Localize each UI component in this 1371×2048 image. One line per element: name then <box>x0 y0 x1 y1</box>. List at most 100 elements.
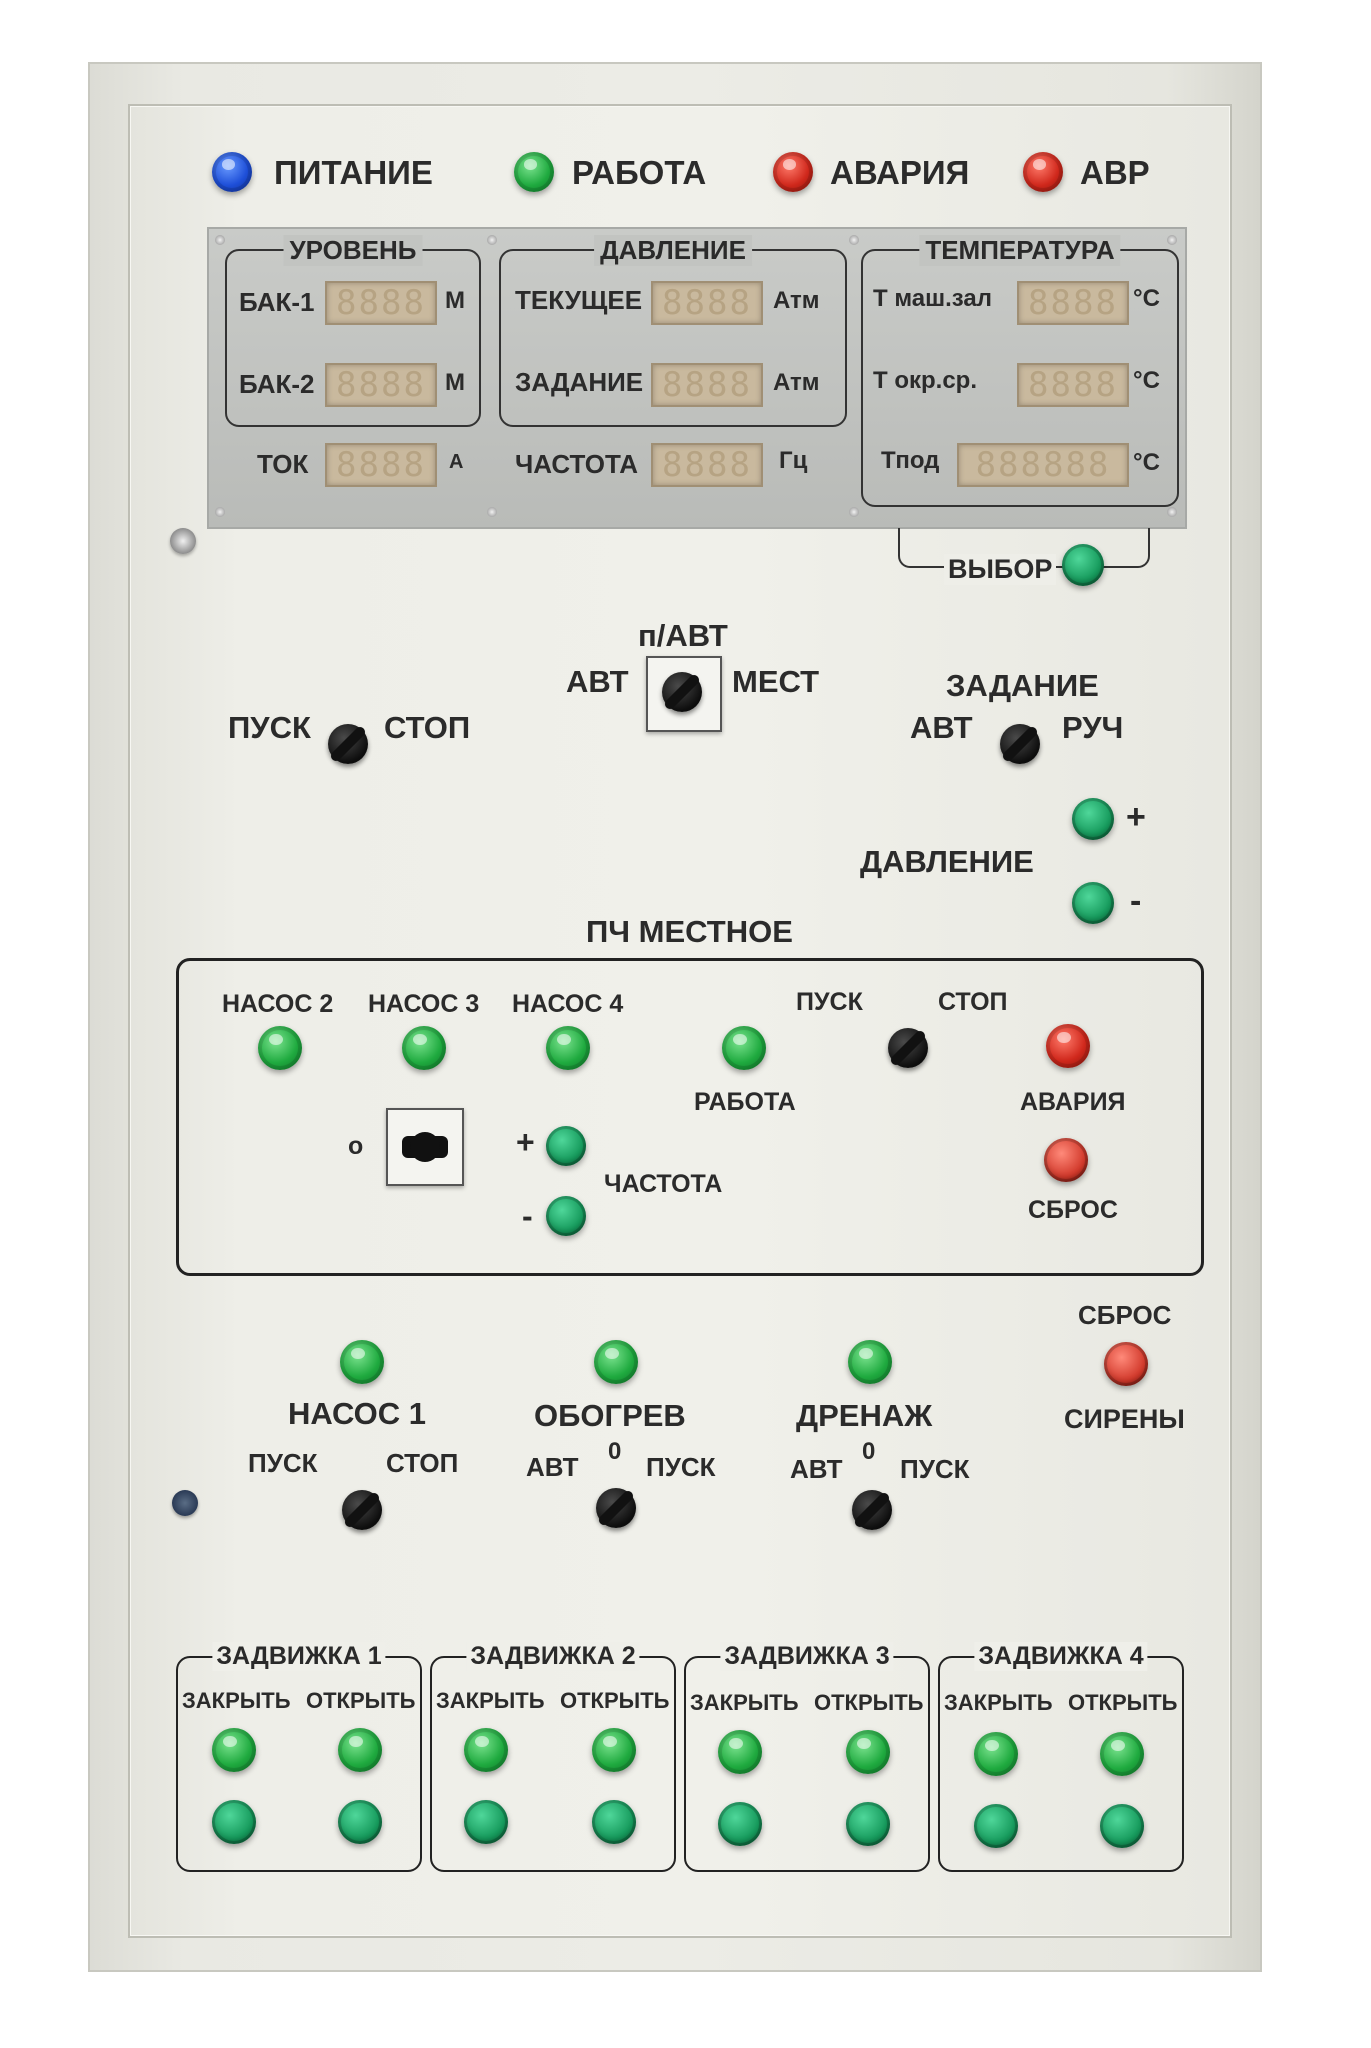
valve3-open-button[interactable] <box>846 1802 890 1846</box>
temp-ambient-unit: °С <box>1133 367 1160 394</box>
pump1-title: НАСОС 1 <box>288 1396 426 1431</box>
valve3-frame: ЗАДВИЖКА 3 <box>684 1642 930 1872</box>
tank1-unit: М <box>445 287 465 314</box>
drainage-title: ДРЕНАЖ <box>796 1398 933 1433</box>
siren-reset-button[interactable] <box>1104 1342 1148 1386</box>
start-label: ПУСК <box>228 710 311 745</box>
heating-auto-label: АВТ <box>526 1452 579 1482</box>
valve3-open-label: ОТКРЫТЬ <box>814 1690 924 1715</box>
siren-reset-bottom-label: СИРЕНЫ <box>1064 1404 1185 1434</box>
valve4-open-button[interactable] <box>1100 1804 1144 1848</box>
valve1-open-button[interactable] <box>338 1800 382 1844</box>
valve4-close-button[interactable] <box>974 1804 1018 1848</box>
valve3-open-lamp <box>846 1730 890 1774</box>
key-lock-icon[interactable] <box>172 1490 198 1516</box>
temp-machine-room-display: 8888 <box>1017 281 1129 325</box>
frequency-unit: Гц <box>779 447 808 474</box>
pump3-lamp <box>402 1026 446 1070</box>
vfd-pump-selector-switch[interactable] <box>386 1108 464 1186</box>
temp-supply-display: 888888 <box>957 443 1129 487</box>
alarm-indicator-label: АВАРИЯ <box>830 154 970 191</box>
current-label: ТОК <box>257 449 309 479</box>
valve2-frame: ЗАДВИЖКА 2 <box>430 1642 676 1872</box>
screw <box>849 507 859 517</box>
vfd-freq-minus-label: - <box>522 1198 533 1234</box>
avr-indicator-lamp <box>1023 152 1063 192</box>
temperature-group-title: ТЕМПЕРАТУРА <box>919 235 1121 266</box>
key-lock-icon[interactable] <box>170 528 196 554</box>
pressure-setpoint-label: ЗАДАНИЕ <box>515 367 644 397</box>
valve4-frame: ЗАДВИЖКА 4 <box>938 1642 1184 1872</box>
power-indicator-lamp <box>212 152 252 192</box>
mode-selector-knob[interactable] <box>662 672 702 712</box>
valve3-close-button[interactable] <box>718 1802 762 1846</box>
run-indicator-label: РАБОТА <box>572 154 707 191</box>
vfd-reset-button[interactable] <box>1044 1138 1088 1182</box>
heating-start-label: ПУСК <box>646 1452 716 1482</box>
screw <box>1167 507 1177 517</box>
power-indicator-label: ПИТАНИЕ <box>274 154 433 191</box>
valve3-title: ЗАДВИЖКА 3 <box>720 1642 894 1671</box>
mode-switch-top-label: п/АВТ <box>638 618 728 653</box>
pressure-plus-button[interactable] <box>1072 798 1114 840</box>
valve2-open-lamp <box>592 1728 636 1772</box>
temp-ambient-label: Т окр.ср. <box>873 367 978 394</box>
current-display: 8888 <box>325 443 437 487</box>
vfd-freq-minus-button[interactable] <box>546 1196 586 1236</box>
pump2-lamp <box>258 1026 302 1070</box>
mode-switch-right-label: МЕСТ <box>732 664 820 699</box>
valve1-close-button[interactable] <box>212 1800 256 1844</box>
alarm-indicator-lamp <box>773 152 813 192</box>
valve2-close-label: ЗАКРЫТЬ <box>436 1688 545 1713</box>
valve4-open-label: ОТКРЫТЬ <box>1068 1690 1178 1715</box>
valve1-close-lamp <box>212 1728 256 1772</box>
current-unit: А <box>449 451 464 473</box>
pressure-current-label: ТЕКУЩЕЕ <box>515 285 643 315</box>
pressure-current-unit: Атм <box>773 287 820 314</box>
valve1-close-label: ЗАКРЫТЬ <box>182 1688 291 1713</box>
temp-machine-room-unit: °С <box>1133 285 1160 312</box>
pressure-current-display: 8888 <box>651 281 763 325</box>
pressure-plus-label: + <box>1126 798 1146 836</box>
vfd-run-lamp <box>722 1026 766 1070</box>
setpoint-knob[interactable] <box>1000 724 1040 764</box>
pump1-knob[interactable] <box>342 1490 382 1530</box>
pump3-label: НАСОС 3 <box>368 990 480 1018</box>
valve2-title: ЗАДВИЖКА 2 <box>466 1642 640 1671</box>
vfd-start-label: ПУСК <box>796 988 863 1016</box>
vfd-start-stop-knob[interactable] <box>888 1028 928 1068</box>
screw <box>849 235 859 245</box>
drainage-knob[interactable] <box>852 1490 892 1530</box>
pressure-minus-button[interactable] <box>1072 882 1114 924</box>
run-indicator-lamp <box>514 152 554 192</box>
vfd-freq-plus-button[interactable] <box>546 1126 586 1166</box>
setpoint-auto-label: АВТ <box>910 710 973 745</box>
drainage-start-label: ПУСК <box>900 1454 970 1484</box>
vfd-stop-label: СТОП <box>938 988 1008 1016</box>
valve1-title: ЗАДВИЖКА 1 <box>212 1642 386 1671</box>
valve2-close-button[interactable] <box>464 1800 508 1844</box>
vfd-freq-plus-label: + <box>516 1124 535 1160</box>
vfd-run-label: РАБОТА <box>694 1088 796 1116</box>
vfd-reset-label: СБРОС <box>1028 1196 1118 1224</box>
valve4-title: ЗАДВИЖКА 4 <box>974 1642 1148 1671</box>
mode-selector-switch[interactable] <box>646 656 722 732</box>
tank1-label: БАК-1 <box>239 287 315 317</box>
valve3-close-label: ЗАКРЫТЬ <box>690 1690 799 1715</box>
valve2-open-label: ОТКРЫТЬ <box>560 1688 670 1713</box>
frequency-display: 8888 <box>651 443 763 487</box>
display-panel: УРОВЕНЬ БАК-1 8888 М БАК-2 8888 М ТОК 88… <box>207 227 1187 529</box>
select-button[interactable] <box>1062 544 1104 586</box>
valve4-close-lamp <box>974 1732 1018 1776</box>
temp-supply-label: Тпод <box>881 447 940 474</box>
stop-label: СТОП <box>384 710 471 745</box>
drainage-lamp <box>848 1340 892 1384</box>
valve1-open-lamp <box>338 1728 382 1772</box>
start-stop-knob[interactable] <box>328 724 368 764</box>
screw <box>1167 235 1177 245</box>
valve2-open-button[interactable] <box>592 1800 636 1844</box>
vfd-local-title: ПЧ МЕСТНОЕ <box>586 914 793 949</box>
heating-knob[interactable] <box>596 1488 636 1528</box>
drainage-auto-label: АВТ <box>790 1454 843 1484</box>
pump4-lamp <box>546 1026 590 1070</box>
